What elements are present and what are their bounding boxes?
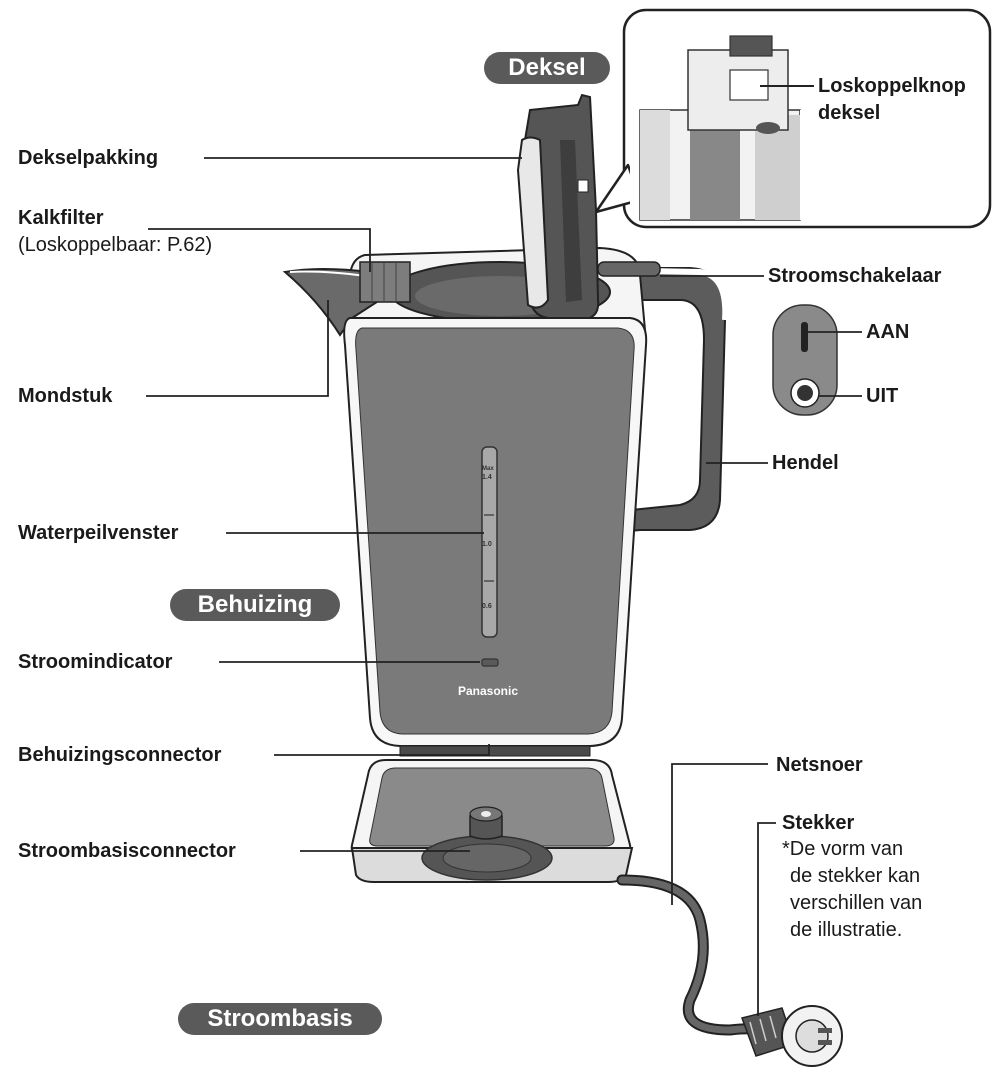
- power-cord: [616, 874, 796, 1046]
- scale-1-0: 1.0: [482, 541, 492, 548]
- label-base-connector: Stroombasisconnector: [18, 840, 236, 862]
- label-plug: Stekker: [782, 812, 855, 834]
- kettle-lid: [516, 93, 600, 322]
- section-pill-base: Stroombasis: [178, 1003, 382, 1035]
- section-label-base: Stroombasis: [207, 1005, 353, 1032]
- label-power-switch: Stroomschakelaar: [768, 265, 942, 287]
- pill-shape: [170, 589, 340, 621]
- plug-note-line4: de illustratie.: [790, 919, 903, 941]
- plug-note-line2: de stekker kan: [790, 865, 921, 887]
- plug: [741, 1005, 843, 1067]
- label-spout: Mondstuk: [18, 385, 113, 407]
- leader-lines: [146, 157, 862, 1016]
- section-pill-lid: Deksel: [484, 52, 610, 84]
- label-switch-off: UIT: [866, 385, 899, 407]
- pill-shape: [178, 1003, 382, 1035]
- kettle-body: [343, 317, 648, 757]
- label-power-indicator: Stroomindicator: [18, 651, 173, 673]
- scale-1-4: 1.4: [482, 474, 492, 481]
- brand-logo-text: Panasonic: [458, 684, 519, 698]
- inset-lid-release: [594, 8, 992, 229]
- label-scale-filter: Kalkfilter: [18, 207, 104, 229]
- label-handle: Hendel: [772, 452, 839, 474]
- label-switch-on: AAN: [866, 321, 910, 343]
- scale-max: Max: [482, 466, 494, 472]
- scale-0-6: 0.6: [482, 603, 492, 610]
- plug-note-line1: *De vorm van: [782, 838, 904, 860]
- label-body-connector: Behuizingsconnector: [18, 744, 222, 766]
- pill-shape: [484, 52, 610, 84]
- section-label-body: Behuizing: [197, 591, 313, 618]
- section-label-lid: Deksel: [508, 54, 586, 81]
- label-lid-gasket: Dekselpakking: [18, 147, 159, 169]
- label-scale-filter-note: (Loskoppelbaar: P.62): [18, 234, 213, 256]
- label-lid-release-line1: Loskoppelknop: [818, 75, 966, 97]
- label-power-cord: Netsnoer: [776, 754, 863, 776]
- section-pill-body: Behuizing: [170, 589, 340, 621]
- label-water-level-window: Waterpeilvenster: [18, 522, 179, 544]
- plug-note-line3: verschillen van: [790, 892, 923, 914]
- power-base: [350, 759, 634, 883]
- switch-detail: [772, 304, 838, 416]
- label-lid-release-line2: deksel: [818, 102, 881, 124]
